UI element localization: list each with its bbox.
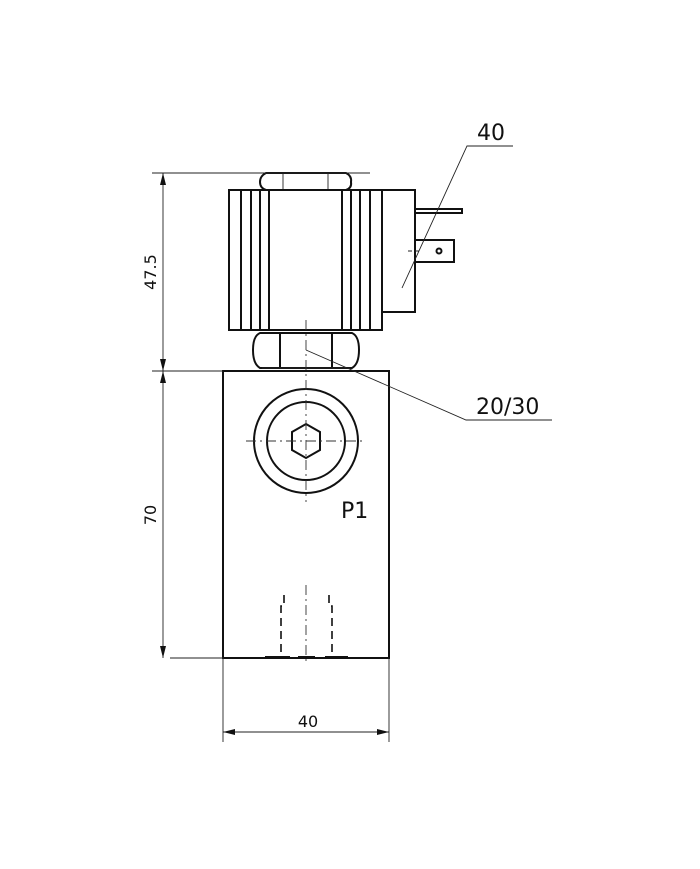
callout-nut-size: 20/30 (476, 395, 539, 420)
dimension-width-body: 40 (298, 712, 318, 731)
dimension-height-body: 70 (141, 505, 160, 525)
valve-body (222, 320, 390, 665)
top-nut (258, 172, 353, 191)
solenoid-coil (228, 189, 383, 331)
port-label: P1 (341, 499, 368, 524)
callout-coil-size: 40 (477, 121, 505, 146)
connector-box (381, 189, 463, 313)
dimension-lines (152, 145, 552, 742)
dimension-height-upper: 47.5 (141, 254, 160, 290)
